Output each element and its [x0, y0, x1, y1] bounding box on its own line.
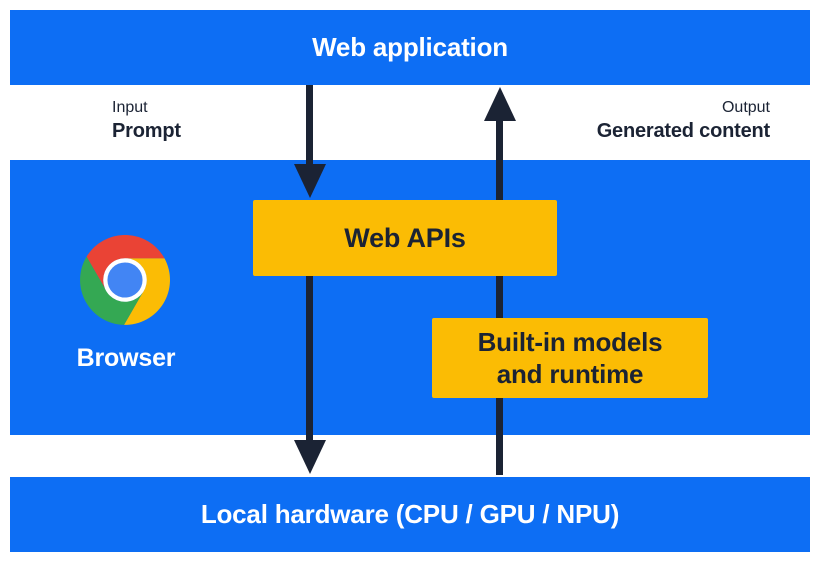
down-arrowhead-bottom-icon — [294, 440, 326, 474]
up-arrow-line — [496, 119, 503, 475]
builtin-models-line1: Built-in models — [477, 327, 663, 357]
builtin-models-box: Built-in models and runtime — [432, 318, 708, 398]
down-arrow-line-bottom — [306, 276, 313, 442]
chrome-icon — [80, 235, 170, 325]
web-application-bar: Web application — [10, 10, 810, 85]
output-label-group: Output Generated content — [596, 96, 771, 144]
prompt-label: Prompt — [112, 120, 181, 142]
browser-label: Browser — [76, 344, 176, 372]
input-caption: Input — [112, 99, 148, 116]
down-arrow-line-top — [306, 85, 313, 167]
up-arrowhead-icon — [484, 87, 516, 121]
web-apis-label: Web APIs — [344, 222, 466, 253]
output-caption: Output — [721, 99, 770, 116]
web-application-label: Web application — [312, 32, 508, 62]
down-arrowhead-top-icon — [294, 164, 326, 198]
generated-content-label: Generated content — [596, 120, 771, 142]
input-label-group: Input Prompt — [112, 96, 181, 144]
local-hardware-bar: Local hardware (CPU / GPU / NPU) — [10, 477, 810, 552]
builtin-models-line2: and runtime — [496, 359, 644, 389]
local-hardware-label: Local hardware (CPU / GPU / NPU) — [200, 499, 620, 529]
web-apis-box: Web APIs — [253, 200, 557, 276]
